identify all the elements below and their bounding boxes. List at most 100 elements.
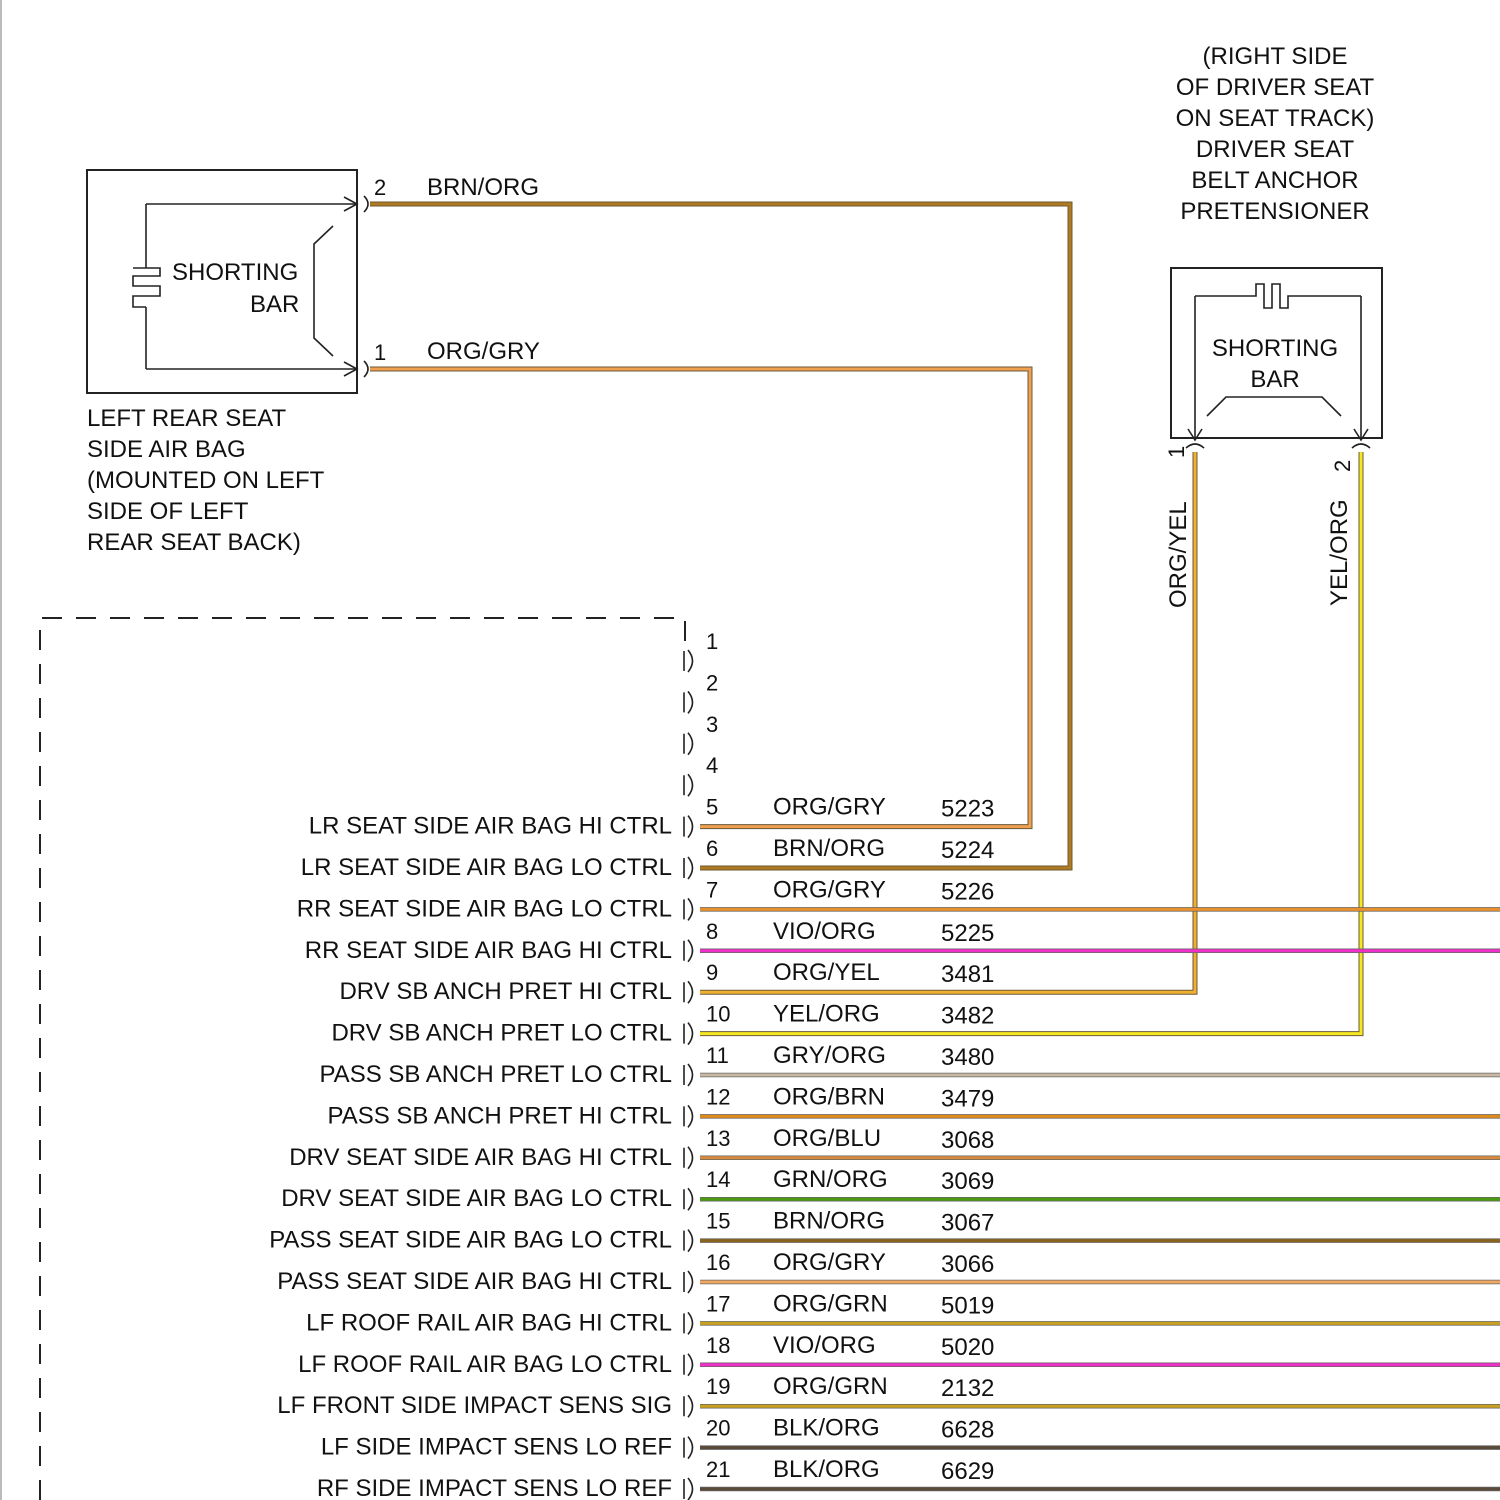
wire-brn-org-route (370, 204, 1070, 868)
shorting-bar-contacts (133, 204, 356, 369)
caption-line: (MOUNTED ON LEFT (87, 467, 325, 494)
module-pin-number: 16 (706, 1250, 730, 1275)
connector-row: 17LF ROOF RAIL AIR BAG HI CTRLORG/GRN501… (306, 1290, 994, 1336)
wire-color-label: BRN/ORG (773, 835, 885, 862)
circuit-function-label: PASS SEAT SIDE AIR BAG LO CTRL (269, 1227, 672, 1254)
wire-color-label: ORG/GRY (773, 794, 886, 821)
wire-color-label: BLK/ORG (773, 1415, 880, 1442)
wire-color-label: ORG/BRN (773, 1083, 885, 1110)
wire-yel-org-label: YEL/ORG (1326, 499, 1353, 606)
circuit-number: 6629 (941, 1458, 994, 1485)
circuit-function-label: PASS SB ANCH PRET HI CTRL (327, 1102, 672, 1129)
shorting-bar-label-1: SHORTING (172, 259, 298, 286)
caption-line: SIDE OF LEFT (87, 498, 249, 525)
connector-row: 14DRV SEAT SIDE AIR BAG LO CTRLGRN/ORG30… (281, 1166, 994, 1212)
circuit-function-label: LF ROOF RAIL AIR BAG LO CTRL (298, 1351, 672, 1378)
wire-color-label: BLK/ORG (773, 1456, 880, 1483)
pin-bracket (684, 1354, 693, 1376)
module-pin-number: 2 (706, 670, 718, 695)
pin-bracket (684, 1064, 693, 1086)
shorting-bar-label-2: BAR (1250, 366, 1299, 393)
wire-color-label: ORG/GRN (773, 1290, 888, 1317)
circuit-number: 3482 (941, 1003, 994, 1030)
wire-color-label: ORG/GRY (773, 876, 886, 903)
circuit-function-label: LR SEAT SIDE AIR BAG HI CTRL (309, 813, 672, 840)
circuit-function-label: DRV SEAT SIDE AIR BAG LO CTRL (281, 1185, 672, 1212)
circuit-function-label: LF SIDE IMPACT SENS LO REF (321, 1434, 672, 1461)
circuit-function-label: PASS SEAT SIDE AIR BAG HI CTRL (277, 1268, 672, 1295)
circuit-function-label: LF ROOF RAIL AIR BAG HI CTRL (306, 1309, 672, 1336)
pin-bracket (684, 1395, 693, 1417)
wire-org-gry-route-outline (370, 369, 1030, 827)
pin-bracket (684, 1023, 693, 1045)
connector-brackets (1186, 444, 1370, 448)
module-pin-number: 14 (706, 1167, 730, 1192)
caption-line: REAR SEAT BACK) (87, 529, 301, 556)
circuit-number: 6628 (941, 1417, 994, 1444)
left-rear-airbag-component: SHORTING BAR 2 1 BRN/ORG ORG/GRY LEFT RE… (87, 170, 540, 556)
caption-line: DRIVER SEAT (1196, 136, 1355, 163)
module-pin-number: 13 (706, 1126, 730, 1151)
module-pin-number: 9 (706, 960, 718, 985)
caption-line: LEFT REAR SEAT (87, 405, 287, 432)
shorting-bar-label-2: BAR (250, 291, 299, 318)
circuit-function-label: LF FRONT SIDE IMPACT SENS SIG (277, 1392, 672, 1419)
module-pin-number: 19 (706, 1374, 730, 1399)
wire-color-label: ORG/GRN (773, 1373, 888, 1400)
wire-color-label: BRN/ORG (773, 1208, 885, 1235)
pin-2-label: 2 (374, 175, 386, 200)
connector-brackets (364, 196, 368, 377)
circuit-function-label: RR SEAT SIDE AIR BAG HI CTRL (305, 937, 672, 964)
pin-bracket (684, 774, 693, 796)
circuit-function-label: PASS SB ANCH PRET LO CTRL (319, 1061, 672, 1088)
module-pin-number: 4 (706, 753, 718, 778)
circuit-number: 3068 (941, 1127, 994, 1154)
shorting-bar-spring (314, 226, 333, 356)
module-pin-number: 7 (706, 877, 718, 902)
pin-bracket (684, 1230, 693, 1252)
module-pin-number: 3 (706, 712, 718, 737)
wire-org-yel-label: ORG/YEL (1165, 501, 1192, 608)
caption-line: BELT ANCHOR (1191, 167, 1358, 194)
pin-1-label: 1 (374, 340, 386, 365)
circuit-number: 5224 (941, 837, 994, 864)
connector-row: 16PASS SEAT SIDE AIR BAG HI CTRLORG/GRY3… (277, 1249, 994, 1295)
module-pin-number: 1 (706, 629, 718, 654)
wire-color-label: ORG/YEL (773, 959, 880, 986)
pin-bracket (684, 691, 693, 713)
circuit-number: 3069 (941, 1168, 994, 1195)
circuit-number: 5020 (941, 1334, 994, 1361)
circuit-number: 5226 (941, 878, 994, 905)
circuit-number: 3480 (941, 1044, 994, 1071)
module-pin-number: 8 (706, 919, 718, 944)
connector-row: 18LF ROOF RAIL AIR BAG LO CTRLVIO/ORG502… (298, 1332, 994, 1378)
caption-line: (RIGHT SIDE (1203, 43, 1348, 70)
module-pin-number: 15 (706, 1209, 730, 1234)
airbag-caption: LEFT REAR SEAT SIDE AIR BAG (MOUNTED ON … (87, 405, 325, 556)
pin-bracket (684, 1105, 693, 1127)
wire-org-gry-route (370, 369, 1030, 827)
pin-bracket (684, 1312, 693, 1334)
wire-brn-org-label: BRN/ORG (427, 174, 539, 201)
connector-row: 5LR SEAT SIDE AIR BAG HI CTRLORG/GRY5223 (309, 794, 995, 840)
pin-bracket (684, 1478, 693, 1500)
module-pin-number: 10 (706, 1002, 730, 1027)
circuit-number: 3479 (941, 1085, 994, 1112)
module-pin-number: 18 (706, 1333, 730, 1358)
shorting-bar-spring (1207, 397, 1341, 416)
wire-brn-org-route-outline (370, 204, 1070, 868)
circuit-number: 5225 (941, 920, 994, 947)
circuit-function-label: DRV SEAT SIDE AIR BAG HI CTRL (289, 1144, 672, 1171)
circuit-number: 5223 (941, 796, 994, 823)
wire-color-label: YEL/ORG (773, 1001, 880, 1028)
pin-bracket (684, 1437, 693, 1459)
circuit-function-label: RR SEAT SIDE AIR BAG LO CTRL (297, 895, 672, 922)
wire-color-label: ORG/GRY (773, 1249, 886, 1276)
